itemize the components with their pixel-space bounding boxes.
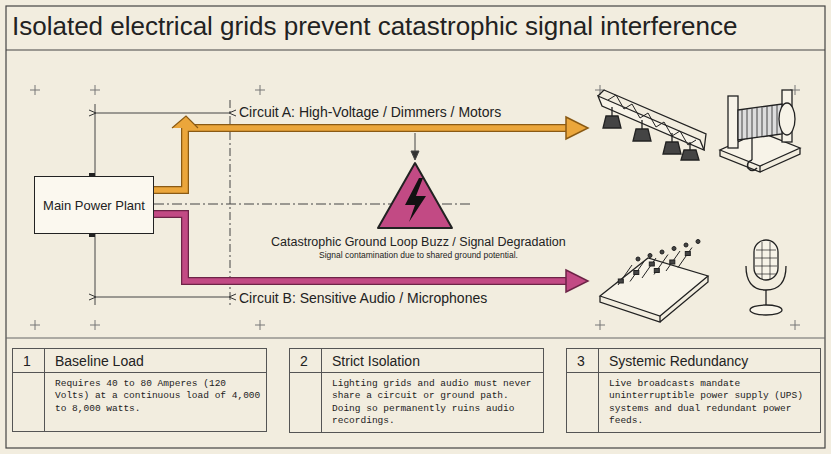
panel-body: Requires 40 to 80 Amperes (120 Volts) at… — [55, 378, 261, 415]
slider-knob — [618, 279, 623, 283]
winch-motor — [720, 90, 800, 172]
power-plant-box: Main Power Plant — [34, 176, 154, 234]
circuit-a-wire — [154, 116, 588, 190]
box-label: Main Power Plant — [43, 198, 145, 213]
slider-track — [618, 265, 632, 285]
coil-stroke — [752, 109, 753, 139]
mixer-knob — [648, 254, 652, 258]
slider-track — [666, 251, 680, 271]
mixer-knob — [660, 250, 664, 254]
section-rule — [6, 338, 825, 339]
coil-stroke — [747, 109, 748, 139]
circuit-b-wire — [154, 214, 588, 292]
mixer-knob — [684, 243, 688, 247]
annotation-label: Catastrophic Ground Loop Buzz / Signal D… — [269, 235, 568, 249]
coil-stroke — [767, 107, 768, 137]
coil-stroke — [772, 106, 773, 136]
panel-body: Live broadcasts mandate uninterruptible … — [609, 378, 815, 427]
number-cell: 1 — [13, 349, 45, 431]
panel-body: Lighting grids and audio must never shar… — [332, 378, 538, 427]
warning-triangle — [378, 163, 452, 228]
panel-heading: Strict Isolation — [332, 353, 420, 369]
number-text: 3 — [577, 353, 585, 369]
info-panel: 2 Strict IsolationLighting grids and audi… — [289, 348, 544, 433]
slider-knob — [670, 260, 675, 264]
slider-track — [654, 255, 668, 275]
slider-knob — [654, 269, 659, 273]
frame — [6, 6, 825, 448]
panel-heading: Systemic Redundancy — [609, 353, 748, 369]
heading-rule — [13, 372, 266, 373]
panel-heading: Baseline Load — [55, 353, 144, 369]
slider-knob — [649, 262, 654, 266]
diagram-title: Isolated electrical grids prevent catast… — [12, 12, 738, 42]
coil-stroke — [757, 108, 758, 138]
slider-knob — [634, 271, 639, 275]
annotation-label: Circuit A: High-Voltage / Dimmers / Moto… — [237, 104, 503, 120]
lighting-truss — [598, 90, 706, 160]
audio-mixer — [600, 240, 708, 323]
coil-stroke — [742, 110, 743, 140]
number-text: 2 — [300, 353, 308, 369]
coil-stroke — [777, 105, 778, 135]
info-panel: 1 Baseline LoadRequires 40 to 80 Amperes … — [12, 348, 267, 432]
heading-rule — [290, 372, 543, 373]
crosshair-marks — [30, 85, 800, 330]
mixer-knob — [672, 247, 676, 251]
title-rule — [6, 49, 825, 50]
slider-track — [678, 248, 692, 268]
number-text: 1 — [23, 353, 31, 369]
coil-stroke — [762, 107, 763, 137]
mixer-knob — [636, 257, 640, 261]
annotation-label: Signal contamination due to shared groun… — [317, 251, 520, 261]
microphone — [746, 240, 786, 315]
slider-knob — [685, 252, 690, 256]
heading-rule — [567, 372, 820, 373]
slider-track — [630, 262, 644, 282]
number-cell: 2 — [290, 349, 322, 432]
annotation-label: Circuit B: Sensitive Audio / Microphones — [237, 290, 489, 306]
mixer-knob — [696, 240, 700, 244]
info-panel: 3 Systemic RedundancyLive broadcasts mand… — [566, 348, 821, 433]
number-cell: 3 — [567, 349, 599, 432]
